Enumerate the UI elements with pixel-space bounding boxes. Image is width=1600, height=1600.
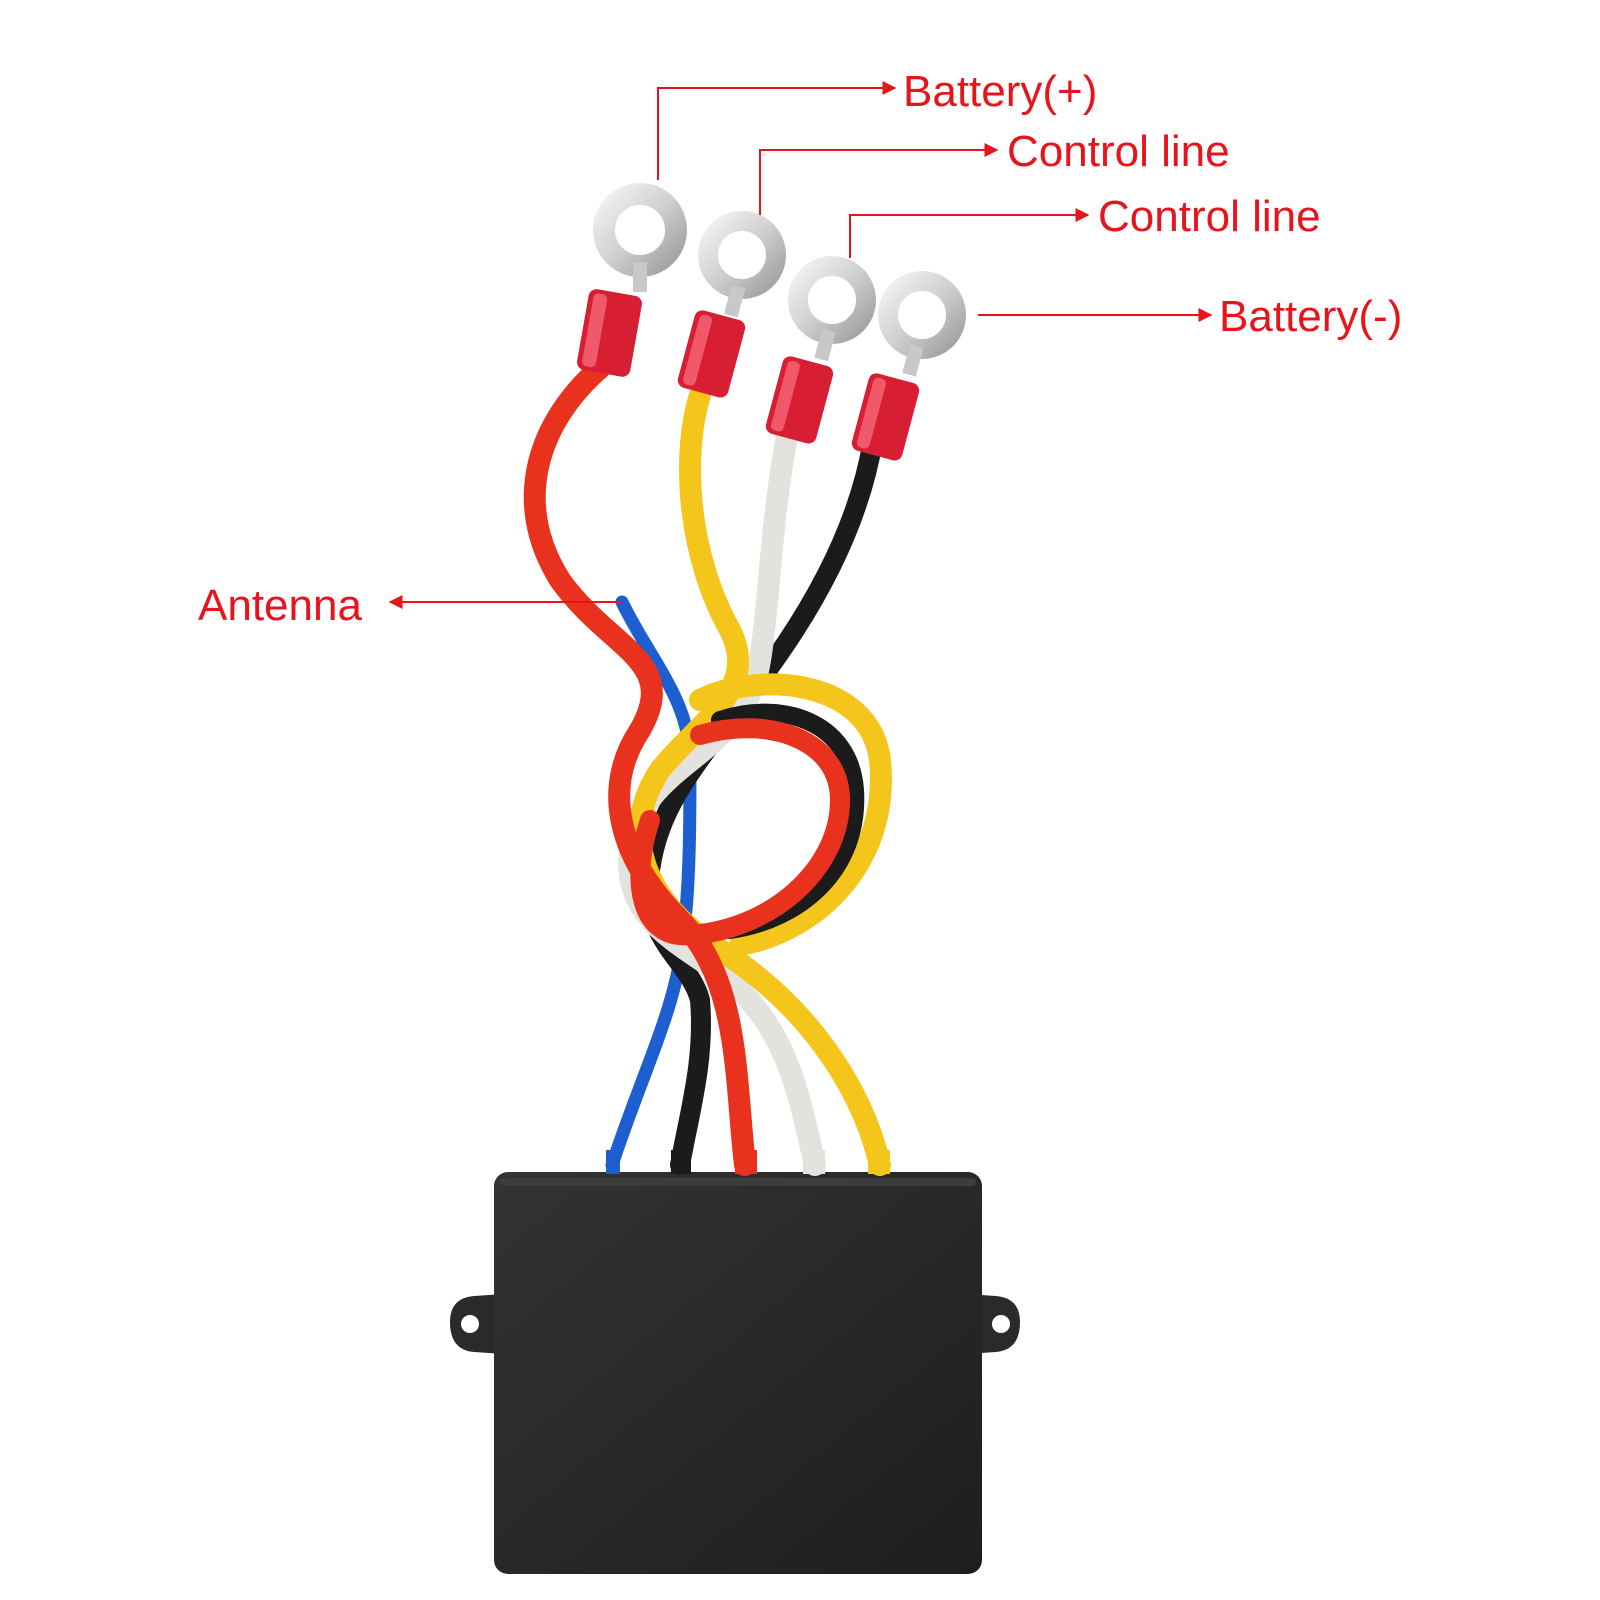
- callout-battery-pos: [657, 81, 897, 180]
- receiver-box: [450, 1172, 1020, 1574]
- ring-terminal-control-1: [677, 211, 786, 398]
- callout-control-2: [849, 208, 1090, 258]
- knot-red-loop: [630, 718, 851, 946]
- wire-bundle: [523, 357, 892, 1176]
- ring-terminal-battery-neg: [851, 271, 966, 461]
- knot-black-loop: [711, 703, 865, 939]
- blue-antenna-wire: [605, 595, 697, 1172]
- label-battery-pos: Battery(+): [903, 67, 1098, 116]
- label-control-line-1: Control line: [1007, 127, 1230, 176]
- yellow-wire: [629, 384, 891, 1176]
- red-wire: [523, 357, 756, 1176]
- black-wire: [638, 430, 883, 1175]
- label-control-line-2: Control line: [1098, 192, 1321, 241]
- ring-terminal-battery-pos: [577, 183, 687, 377]
- callout-control-1: [759, 143, 999, 215]
- box-body: [494, 1172, 982, 1574]
- label-antenna: Antenna: [198, 581, 362, 630]
- ring-terminal-control-2: [765, 256, 876, 444]
- knot-yellow-loop: [689, 673, 892, 956]
- callouts: [388, 81, 1213, 609]
- label-battery-neg: Battery(-): [1219, 292, 1403, 341]
